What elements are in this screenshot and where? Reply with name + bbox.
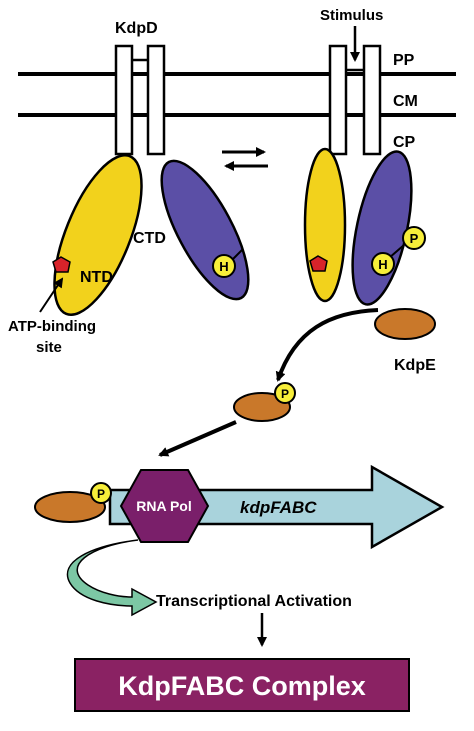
ctd-label: CTD xyxy=(133,230,166,247)
binding-arrow xyxy=(158,420,237,457)
kdpe-phosphorylated xyxy=(233,392,291,422)
phosphate-kdpe xyxy=(274,382,296,404)
kdpe-promoter-bound xyxy=(34,491,106,523)
phosphate-ctd xyxy=(402,226,426,250)
kdpe-label: KdpE xyxy=(394,357,436,374)
atp-binding-site-right xyxy=(309,255,328,272)
kdpd-label: KdpD xyxy=(115,20,158,37)
phospho-label: P xyxy=(97,487,105,501)
tm-helix xyxy=(146,44,166,156)
atp-binding-site-left xyxy=(52,256,71,273)
rna-polymerase xyxy=(119,469,210,543)
atp-site-label-line1: ATP-binding xyxy=(8,318,96,335)
phospho-label: P xyxy=(410,231,419,246)
phosphate-promoter-kdpe xyxy=(90,482,112,504)
phospho-label: P xyxy=(281,387,289,401)
histidine-site-right xyxy=(371,252,395,276)
equilibrium-arrows xyxy=(222,147,268,171)
histidine-label: H xyxy=(378,257,387,272)
kdpe-protein xyxy=(374,308,436,340)
transcription-arrow xyxy=(66,539,158,617)
kdpfabc-complex-box xyxy=(74,658,410,712)
histidine-site-left xyxy=(212,254,236,278)
cytoplasm-label: CP xyxy=(393,134,416,151)
ntd-label: NTD xyxy=(80,269,113,286)
tm-helix xyxy=(362,44,382,156)
kdpd-left-tm-helices xyxy=(114,44,166,156)
complex-label: KdpFABC Complex xyxy=(118,671,366,701)
cytoplasmic-membrane-label: CM xyxy=(393,93,418,110)
tm-helix xyxy=(328,44,348,156)
stimulus-label: Stimulus xyxy=(320,7,383,24)
rna-pol-label: RNA Pol xyxy=(136,498,191,514)
histidine-label: H xyxy=(219,259,228,274)
operon-label: kdpFABC xyxy=(240,498,317,517)
transcriptional-activation-label: Transcriptional Activation xyxy=(156,593,352,610)
ntd-domain-left xyxy=(53,154,143,316)
ntd-domain-right xyxy=(303,147,347,303)
phosphotransfer-arrow xyxy=(275,308,379,382)
atp-site-pointer-arrow xyxy=(39,277,64,313)
membrane xyxy=(18,72,456,117)
periplasm-label: PP xyxy=(393,52,415,69)
tm-helix xyxy=(114,44,134,156)
atp-site-label-line2: site xyxy=(36,339,62,356)
kdpd-right-tm-helices xyxy=(328,44,382,156)
